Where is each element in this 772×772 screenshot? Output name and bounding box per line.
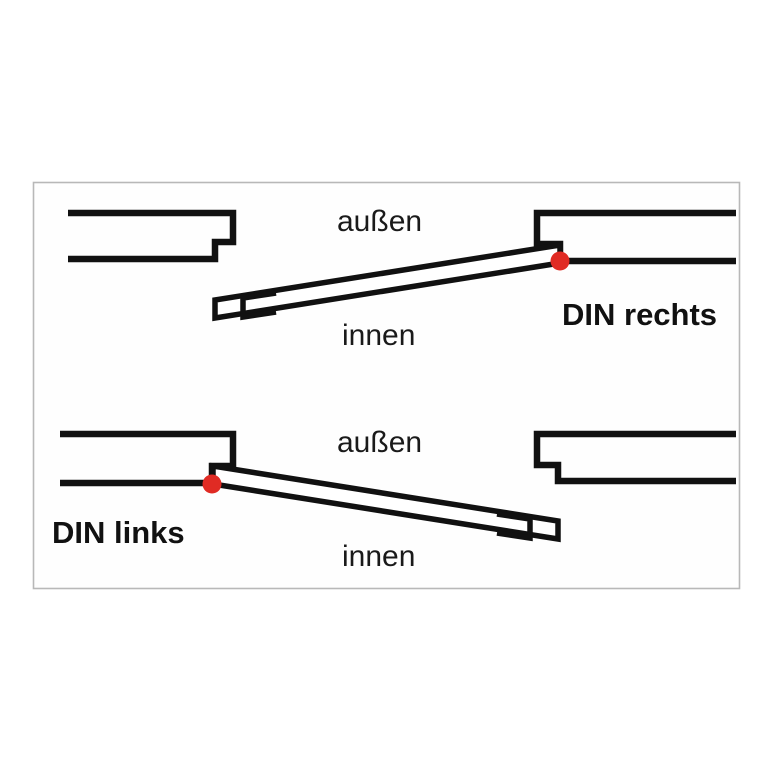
label-innen-bottom: innen	[342, 540, 415, 573]
door-handle-bottom	[496, 511, 533, 542]
diagram-border	[32, 181, 741, 590]
label-aussen-bottom: außen	[337, 426, 422, 459]
hinge-point-bottom	[202, 474, 222, 494]
wall-top-left	[68, 209, 237, 263]
wall-bottom-right	[533, 430, 736, 485]
hinge-point-top	[550, 251, 570, 271]
door-handle-top	[240, 290, 277, 321]
label-innen-top: innen	[342, 319, 415, 352]
wall-top-right	[533, 209, 736, 265]
label-aussen-top: außen	[337, 205, 422, 238]
label-din-rechts: DIN rechts	[562, 297, 717, 332]
label-din-links: DIN links	[52, 515, 185, 550]
